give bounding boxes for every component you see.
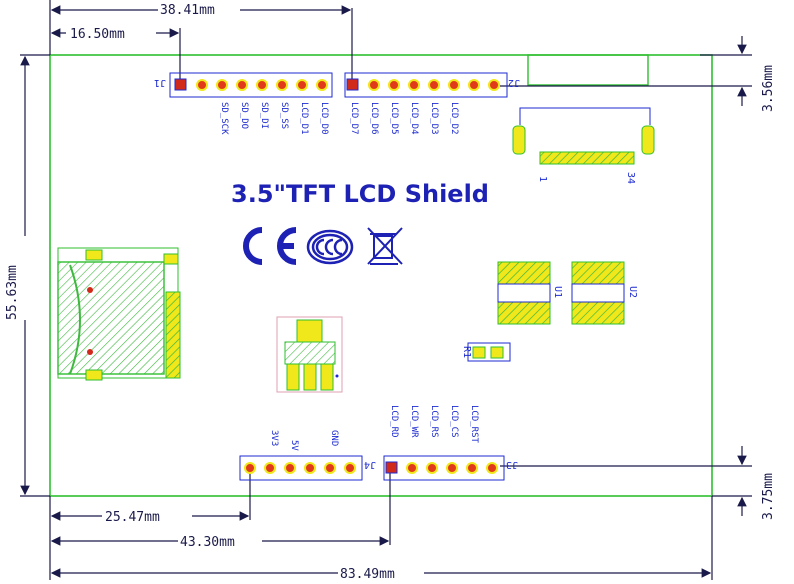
board-notch (527, 54, 649, 86)
ccc-mark-icon (306, 229, 354, 265)
svg-text:5V: 5V (289, 440, 299, 451)
header-j2-pin-labels: LCD_D7 LCD_D6 LCD_D5 LCD_D4 LCD_D3 LCD_D… (349, 102, 459, 135)
dim-j1-offset: 16.50mm (70, 27, 125, 42)
voltage-regulator (276, 316, 343, 393)
weee-bin-icon (367, 227, 403, 265)
ic-u1 (497, 261, 551, 325)
fpc-connector (512, 107, 655, 165)
ic-u2 (571, 261, 625, 325)
fpc-pin1-label: 1 (537, 176, 548, 182)
ce-mark-icon (243, 227, 297, 265)
header-j2-ref: J2 (508, 77, 520, 88)
header-j3-ref: J3 (506, 459, 518, 470)
svg-text:LCD_RD: LCD_RD (389, 405, 399, 438)
header-j1 (169, 72, 333, 98)
dim-j2-offset: 38.41mm (160, 3, 215, 18)
svg-text:LCD_RST: LCD_RST (469, 405, 479, 444)
svg-text:SD_SS: SD_SS (279, 102, 289, 129)
u1-ref: U1 (552, 286, 563, 298)
header-j3-pin-labels: LCD_RD LCD_WR LCD_RS LCD_CS LCD_RST (389, 405, 479, 444)
r1-ref: R1 (461, 346, 472, 358)
dim-overall-height: 55.63mm (5, 265, 20, 320)
dim-j3-offset: 43.30mm (180, 535, 235, 550)
svg-text:LCD_D4: LCD_D4 (409, 102, 419, 135)
svg-text:LCD_RS: LCD_RS (429, 405, 439, 438)
dim-bottom-margin: 3.75mm (761, 473, 776, 520)
header-j1-pin-labels: SD_SCK SD_DO SD_DI SD_SS LCD_D1 LCD_D0 (219, 102, 329, 135)
fpc-pin34-label: 34 (625, 172, 636, 184)
header-j4 (239, 455, 363, 481)
dim-j4-offset: 25.47mm (105, 510, 160, 525)
resistor-r1 (467, 342, 511, 362)
svg-text:LCD_D5: LCD_D5 (389, 102, 399, 135)
header-j4-ref: J4 (364, 459, 376, 470)
header-j1-ref: J1 (154, 77, 166, 88)
svg-text:LCD_D0: LCD_D0 (319, 102, 329, 135)
board-outline (49, 54, 713, 497)
header-j4-pin-labels: 3V3 5V GND (269, 430, 339, 451)
svg-text:LCD_WR: LCD_WR (409, 405, 419, 438)
header-j3 (383, 455, 505, 481)
svg-text:LCD_D1: LCD_D1 (299, 102, 309, 135)
svg-text:LCD_D7: LCD_D7 (349, 102, 359, 135)
u2-ref: U2 (627, 286, 638, 298)
dimension-lines (20, 0, 752, 580)
sd-card-socket (57, 247, 181, 381)
svg-text:3V3: 3V3 (269, 430, 279, 446)
svg-text:LCD_D2: LCD_D2 (449, 102, 459, 135)
dim-top-margin: 3.56mm (761, 65, 776, 112)
svg-text:LCD_CS: LCD_CS (449, 405, 459, 438)
svg-text:LCD_D3: LCD_D3 (429, 102, 439, 135)
header-j2 (344, 72, 508, 98)
svg-text:LCD_D6: LCD_D6 (369, 102, 379, 135)
dim-overall-width: 83.49mm (340, 567, 395, 582)
svg-text:SD_DI: SD_DI (259, 102, 269, 129)
board-title: 3.5"TFT LCD Shield (231, 180, 489, 208)
svg-text:GND: GND (329, 430, 339, 446)
svg-text:SD_DO: SD_DO (239, 102, 249, 129)
svg-text:SD_SCK: SD_SCK (219, 102, 229, 135)
